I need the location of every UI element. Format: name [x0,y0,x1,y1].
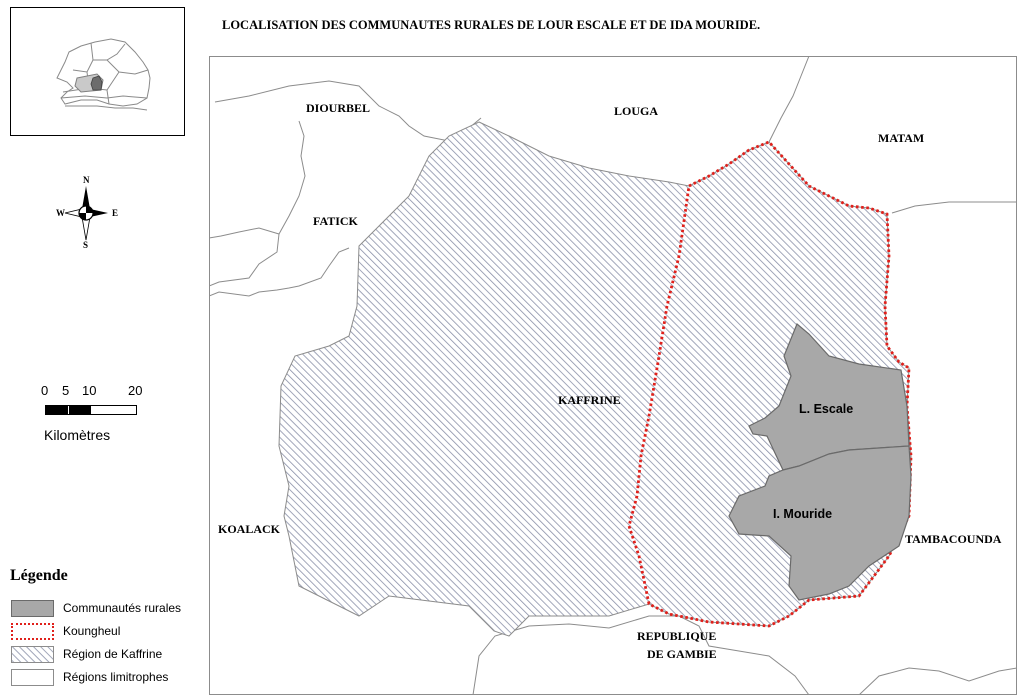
scale-tick-20: 20 [128,383,143,398]
scale-bar-block: 0 5 10 20 Kilomètres [30,383,160,453]
neighbour-boundaries [209,56,1017,695]
legend-title: Légende [10,567,68,584]
scale-tick-5: 5 [62,383,70,398]
map-title: LOCALISATION DES COMMUNAUTES RURALES DE … [222,18,761,32]
legend-item-limitrophes: Régions limitrophes [11,667,201,689]
label-fatick: FATICK [313,214,358,228]
label-tambacounda: TAMBACOUNDA [905,532,1002,546]
legend-item-koungheul: Koungheul [11,621,201,643]
scale-tick-0: 0 [41,383,49,398]
scale-tick-10: 10 [82,383,97,398]
compass-star-icon [64,186,108,241]
label-lour-escale: L. Escale [799,402,854,416]
label-diourbel: DIOURBEL [306,101,371,115]
label-louga: LOUGA [614,104,659,118]
label-koalack: KOALACK [218,522,281,536]
legend-label-communautes: Communautés rurales [63,601,182,615]
compass-south: S [83,240,88,250]
label-gambie-line1: REPUBLIQUE [637,629,717,643]
scale-bar [45,405,137,415]
inset-locator-map [10,7,185,136]
legend-swatch-koungheul [11,623,54,640]
label-ida-mouride: I. Mouride [773,507,833,521]
legend-label-koungheul: Koungheul [63,624,121,638]
compass-north: N [83,175,90,185]
main-map: DIOURBEL LOUGA MATAM FATICK KAFFRINE KOA… [209,56,1017,695]
inset-communes-highlight [90,75,103,91]
compass-west: W [56,208,65,218]
compass-east: E [112,208,118,218]
ida-mouride-commune [728,445,912,601]
label-gambie-line2: DE GAMBIE [647,647,717,661]
legend-swatch-kaffrine [11,646,54,663]
legend-label-limitrophes: Régions limitrophes [63,670,169,684]
scale-unit: Kilomètres [44,427,111,443]
legend-item-kaffrine: Région de Kaffrine [11,644,201,666]
legend-label-kaffrine: Région de Kaffrine [63,647,163,661]
label-kaffrine: KAFFRINE [558,393,621,407]
legend-swatch-communautes [11,600,54,617]
label-matam: MATAM [878,131,925,145]
compass-rose: N S W E [56,172,126,252]
inset-senegal-outline [56,38,151,107]
legend: Légende Communautés rurales Koungheul Ré… [10,567,200,695]
legend-swatch-limitrophes [11,669,54,686]
legend-item-communautes: Communautés rurales [11,598,201,620]
